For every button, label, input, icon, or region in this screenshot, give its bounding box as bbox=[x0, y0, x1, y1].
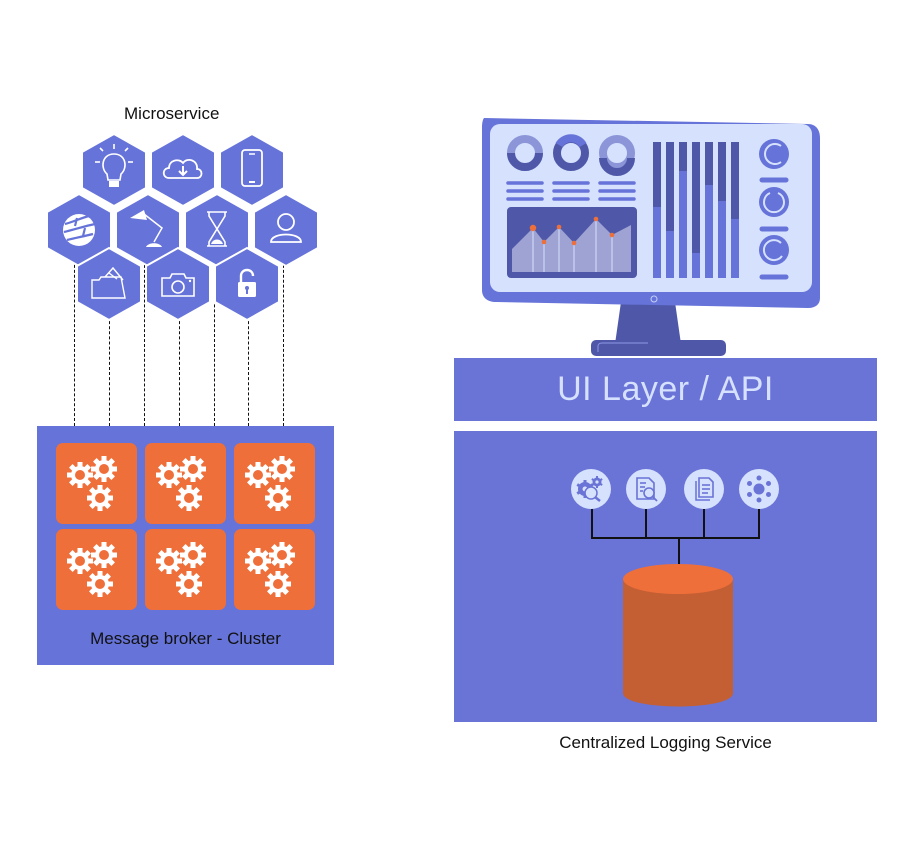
ui-layer-panel: UI Layer / API bbox=[454, 358, 877, 421]
broker-node bbox=[234, 443, 315, 524]
message-broker-cluster: Message broker - Cluster bbox=[37, 426, 334, 665]
hex-user bbox=[252, 192, 320, 268]
connector-line bbox=[645, 509, 647, 537]
folder-icon bbox=[76, 246, 142, 322]
broker-label: Message broker - Cluster bbox=[90, 629, 281, 648]
connector-line bbox=[109, 316, 110, 426]
connector-line bbox=[144, 255, 145, 426]
donut-chart bbox=[507, 135, 543, 171]
hex-globe bbox=[45, 192, 113, 268]
broker-node bbox=[145, 443, 226, 524]
connector-line bbox=[179, 316, 180, 426]
document-search-icon bbox=[636, 477, 658, 502]
gears-icon bbox=[234, 529, 315, 610]
database-cylinder-icon bbox=[623, 564, 733, 707]
hex-hourglass bbox=[183, 192, 251, 268]
broker-node bbox=[56, 529, 137, 610]
connector-line bbox=[591, 537, 760, 539]
broker-node bbox=[145, 529, 226, 610]
padlock-icon bbox=[214, 246, 280, 322]
hex-camera bbox=[144, 246, 212, 322]
tool-documents bbox=[684, 469, 724, 509]
hex-lightbulb bbox=[80, 132, 148, 208]
tool-gear-search bbox=[571, 469, 611, 509]
bar-columns bbox=[653, 142, 739, 278]
gear-search-icon bbox=[576, 476, 603, 502]
gears-icon bbox=[234, 443, 315, 524]
broker-node bbox=[234, 529, 315, 610]
area-chart bbox=[507, 207, 637, 278]
text-lines bbox=[506, 181, 636, 201]
connector-line bbox=[74, 255, 75, 426]
documents-icon bbox=[695, 477, 714, 501]
connector-line bbox=[703, 509, 705, 537]
gears-icon bbox=[56, 443, 137, 524]
hex-folder bbox=[75, 246, 143, 322]
gears-icon bbox=[145, 443, 226, 524]
camera-icon bbox=[145, 246, 211, 322]
smartphone-icon bbox=[219, 132, 285, 208]
hourglass-icon bbox=[184, 192, 250, 268]
microservice-title: Microservice bbox=[124, 104, 220, 123]
gears-icon bbox=[56, 529, 137, 610]
connector-line bbox=[283, 255, 284, 426]
donut-chart bbox=[553, 134, 589, 171]
cloud-download-icon bbox=[150, 132, 216, 208]
connector-line bbox=[248, 316, 249, 426]
connector-line bbox=[591, 509, 593, 537]
gears-icon bbox=[145, 529, 226, 610]
broker-node bbox=[56, 443, 137, 524]
donut-chart bbox=[599, 135, 635, 176]
monitor-stand bbox=[615, 302, 681, 344]
ui-layer-title: UI Layer / API bbox=[557, 370, 774, 408]
globe-icon bbox=[46, 192, 112, 268]
connector-line bbox=[758, 509, 760, 537]
network-hub-icon bbox=[747, 475, 771, 503]
user-icon bbox=[253, 192, 319, 268]
monitor-base bbox=[591, 340, 726, 356]
hex-cloud-download bbox=[149, 132, 217, 208]
tool-document-search bbox=[626, 469, 666, 509]
logging-service-panel bbox=[454, 431, 877, 722]
lightbulb-icon bbox=[81, 132, 147, 208]
connector-line bbox=[214, 255, 215, 426]
connector-line bbox=[678, 537, 680, 565]
hex-padlock bbox=[213, 246, 281, 322]
gauge-widgets bbox=[759, 139, 789, 280]
logging-service-label: Centralized Logging Service bbox=[559, 733, 772, 752]
tool-network-hub bbox=[739, 469, 779, 509]
dashboard-monitor bbox=[482, 118, 820, 356]
hex-smartphone bbox=[218, 132, 286, 208]
